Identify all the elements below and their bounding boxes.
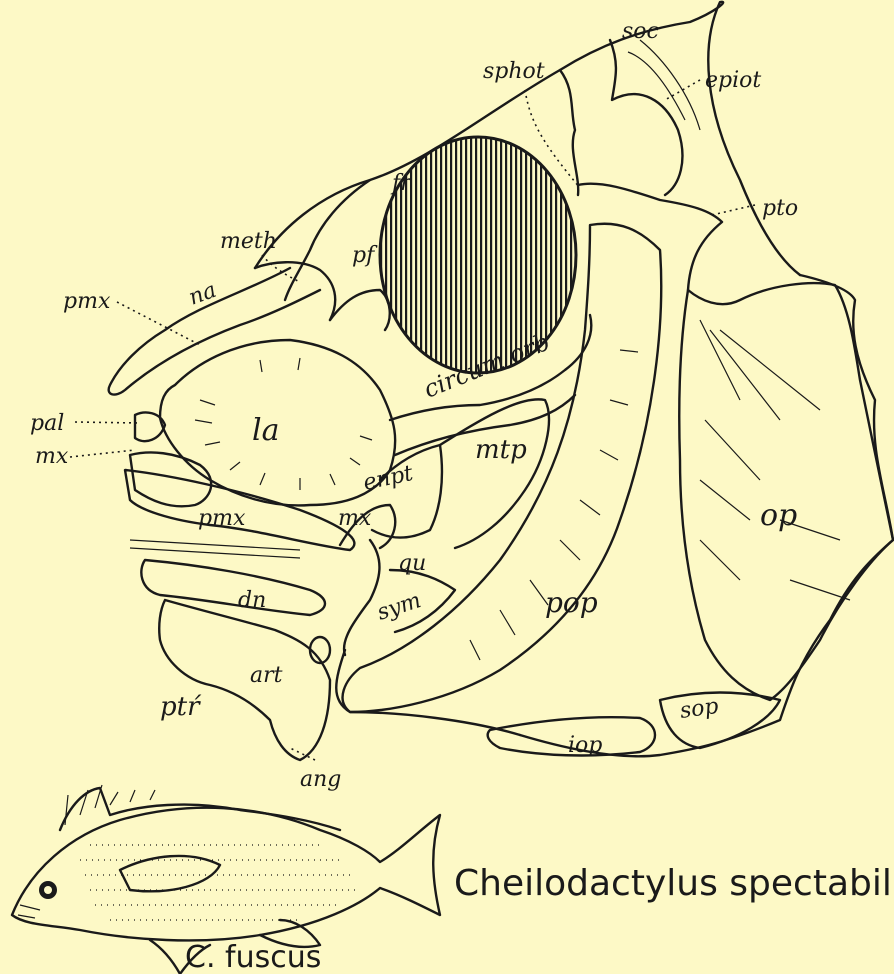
species-caption: Cheilodactylus spectabilis <box>454 863 894 904</box>
bone-labels: soc sphot epiot fr pto meth pf pmx na ci… <box>30 19 798 792</box>
inset-caption: C. fuscus <box>185 940 321 974</box>
label-soc: soc <box>622 19 659 44</box>
label-fr: fr <box>390 171 412 196</box>
label-pto: pto <box>762 196 798 221</box>
label-la: la <box>252 413 279 448</box>
snout-bones <box>109 262 390 394</box>
label-sym: sym <box>374 588 424 626</box>
label-enpt: enpt <box>361 461 415 496</box>
opercle-texture <box>700 320 850 600</box>
label-dn: dn <box>238 588 266 613</box>
label-pf: pf <box>352 243 378 268</box>
label-art: art <box>250 663 283 688</box>
skull-outline <box>255 2 893 757</box>
lacrimal-texture <box>195 358 372 490</box>
label-sphot: sphot <box>483 59 545 84</box>
label-iop: iop <box>568 733 602 758</box>
label-mx-mid: mx <box>338 506 372 531</box>
label-pal: pal <box>30 411 64 436</box>
label-op: op <box>760 498 797 533</box>
label-ptr: ptŕ <box>160 692 202 722</box>
label-epiot: epiot <box>705 68 761 93</box>
label-ang: ang <box>300 767 341 792</box>
label-meth: meth <box>220 229 277 254</box>
label-mtp: mtp <box>475 435 527 465</box>
label-pmx-top: pmx <box>63 289 111 314</box>
label-na: na <box>186 278 220 311</box>
label-qu: qu <box>398 551 426 576</box>
label-sop: sop <box>678 694 720 724</box>
label-pop: pop <box>545 586 598 619</box>
label-mx-left: mx <box>35 444 69 469</box>
label-pmx-low: pmx <box>198 506 246 531</box>
opercle <box>679 283 893 700</box>
